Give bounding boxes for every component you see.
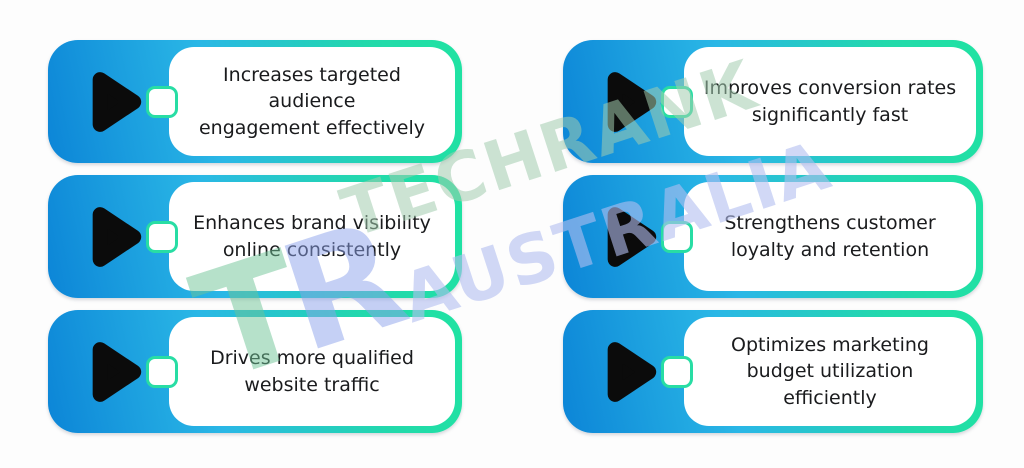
text-line: efficiently xyxy=(783,386,877,409)
connector-node xyxy=(661,355,693,388)
text-line: loyalty and retention xyxy=(730,238,930,261)
benefit-card-3: Enhances brand visibility online consist… xyxy=(48,175,462,298)
benefit-text: Optimizes marketing budget utilization e… xyxy=(731,332,929,410)
benefit-text: Strengthens customer loyalty and retenti… xyxy=(724,210,935,262)
benefit-text-box: Optimizes marketing budget utilization e… xyxy=(684,317,976,426)
play-icon xyxy=(607,71,657,132)
text-line: Increases targeted xyxy=(223,64,401,87)
benefit-text-box: Enhances brand visibility online consist… xyxy=(169,182,455,291)
text-line: budget utilization xyxy=(746,360,914,383)
connector-node xyxy=(146,220,178,253)
benefit-card-4: Strengthens customer loyalty and retenti… xyxy=(563,175,983,298)
benefit-card-6: Optimizes marketing budget utilization e… xyxy=(563,310,983,433)
text-line: engagement effectively xyxy=(198,116,425,139)
connector-node xyxy=(146,355,178,388)
benefit-text: Improves conversion rates significantly … xyxy=(704,75,956,127)
play-icon xyxy=(607,206,657,267)
play-icon xyxy=(92,71,142,132)
benefit-text: Drives more qualified website traffic xyxy=(210,345,414,397)
benefit-card-5: Drives more qualified website traffic xyxy=(48,310,462,433)
connector-node xyxy=(146,85,178,118)
text-line: website traffic xyxy=(244,373,380,396)
benefit-card-2: Improves conversion rates significantly … xyxy=(563,40,983,163)
benefit-text-box: Improves conversion rates significantly … xyxy=(684,47,976,156)
text-line: significantly fast xyxy=(751,103,909,126)
text-line: online consistently xyxy=(222,238,402,261)
benefit-card-grid: Increases targeted audience engagement e… xyxy=(48,40,983,433)
benefit-card-1: Increases targeted audience engagement e… xyxy=(48,40,462,163)
text-line: Drives more qualified xyxy=(210,347,414,370)
text-line: Strengthens customer xyxy=(724,212,936,235)
connector-node xyxy=(661,220,693,253)
text-line: Optimizes marketing xyxy=(731,334,929,357)
text-line: Improves conversion rates xyxy=(703,77,957,100)
play-icon xyxy=(92,341,142,402)
benefit-text: Enhances brand visibility online consist… xyxy=(193,210,431,262)
text-line: Enhances brand visibility xyxy=(193,212,431,235)
benefit-text: Increases targeted audience engagement e… xyxy=(199,62,425,140)
play-icon xyxy=(92,206,142,267)
play-icon xyxy=(607,341,657,402)
benefit-text-box: Strengthens customer loyalty and retenti… xyxy=(684,182,976,291)
benefit-text-box: Increases targeted audience engagement e… xyxy=(169,47,455,156)
text-line: audience xyxy=(268,90,356,113)
benefit-text-box: Drives more qualified website traffic xyxy=(169,317,455,426)
connector-node xyxy=(661,85,693,118)
